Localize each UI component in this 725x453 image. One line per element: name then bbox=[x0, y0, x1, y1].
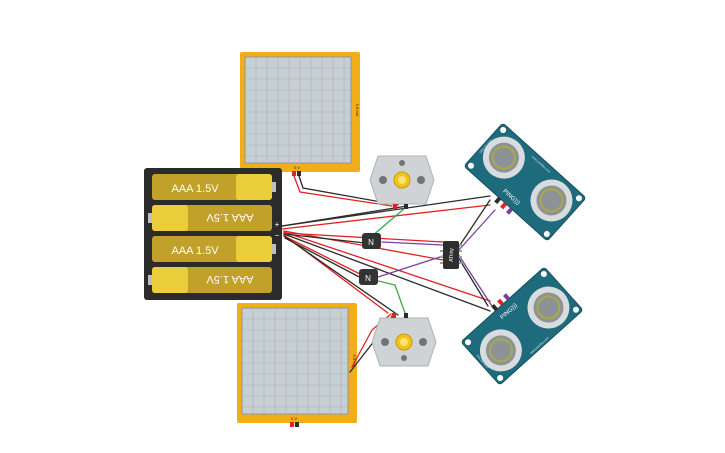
wire-red[interactable] bbox=[293, 175, 393, 207]
solar-panel-grid bbox=[242, 308, 348, 414]
sensor-transducer-right bbox=[530, 179, 573, 222]
solar-panel-face bbox=[241, 307, 349, 415]
wire-black[interactable] bbox=[457, 199, 491, 249]
solar-panel-terminal-pos[interactable] bbox=[292, 171, 296, 176]
solar-panel-terminal-neg[interactable] bbox=[297, 171, 301, 176]
battery-cell-label: AAA 1.5V bbox=[206, 273, 254, 285]
battery-cell-label: AAA 1.5V bbox=[171, 183, 219, 195]
sensor-mount-hole bbox=[572, 306, 579, 313]
ultrasonic-sensor-bottom[interactable]: PING))) www.parallax.com GND 5V SIG bbox=[457, 263, 583, 386]
motor-mount-hole bbox=[419, 338, 427, 346]
wire-purple[interactable] bbox=[381, 241, 444, 246]
sensor-mount-hole bbox=[543, 230, 550, 237]
wire-black[interactable] bbox=[281, 205, 408, 227]
sensor-board bbox=[461, 267, 583, 385]
solar-panel-bottom[interactable]: 5.8 mA 0 V bbox=[237, 303, 357, 427]
wire-purple[interactable] bbox=[377, 255, 444, 278]
wire-red[interactable] bbox=[281, 204, 491, 230]
ultrasonic-sensor-top[interactable]: PING))) www.parallax.com GND 5V SIG bbox=[460, 123, 586, 246]
transistor-top[interactable]: N bbox=[362, 233, 381, 249]
sensor-pins[interactable] bbox=[491, 293, 511, 312]
battery-cell-label: AAA 1.5V bbox=[206, 211, 254, 223]
dc-motor-bottom[interactable] bbox=[371, 313, 437, 367]
wire-black[interactable] bbox=[283, 233, 366, 244]
solar-panel-side-label: 5.8 mA bbox=[355, 104, 360, 117]
sensor-mount-hole bbox=[465, 339, 472, 346]
motor-shaft bbox=[398, 176, 406, 184]
motor-shaft bbox=[400, 338, 408, 346]
battery-pack[interactable]: AAA 1.5V AAA 1.5V AAA 1.5V AAA 1.5V + − bbox=[144, 168, 282, 300]
solar-panel-terminal-neg[interactable] bbox=[295, 422, 299, 427]
sensor-mount-hole bbox=[575, 195, 582, 202]
sensor-transducer-left bbox=[479, 329, 522, 372]
solar-panel-grid bbox=[245, 57, 351, 163]
motor-mount-hole bbox=[379, 176, 387, 184]
chip-pins bbox=[440, 244, 462, 264]
motor-mount-hole bbox=[399, 160, 405, 166]
transistor-label: N bbox=[365, 274, 371, 283]
motor-terminal[interactable] bbox=[404, 204, 408, 209]
sensor-mount-hole bbox=[500, 127, 507, 134]
microcontroller-chip[interactable]: ATtiny bbox=[440, 241, 462, 269]
battery-cell-1: AAA 1.5V bbox=[152, 174, 276, 200]
wire-black[interactable] bbox=[283, 235, 399, 316]
battery-minus-sign: − bbox=[275, 231, 280, 240]
transistor-label: N bbox=[368, 238, 374, 247]
wire-green[interactable] bbox=[371, 207, 406, 237]
battery-cell-4: AAA 1.5V bbox=[148, 267, 272, 293]
battery-plus-sign: + bbox=[275, 220, 280, 229]
motor-mount-hole bbox=[401, 355, 407, 361]
wire-black[interactable] bbox=[283, 233, 491, 312]
solar-panel-terminal-pos[interactable] bbox=[290, 422, 294, 427]
transistor-bottom[interactable]: N bbox=[359, 269, 378, 285]
wire-black[interactable] bbox=[298, 175, 399, 206]
motor-terminal[interactable] bbox=[392, 313, 396, 318]
transistor-body bbox=[359, 269, 378, 285]
wire-green[interactable] bbox=[369, 278, 406, 314]
battery-cell-label: AAA 1.5V bbox=[171, 245, 219, 257]
solar-panel-face bbox=[244, 56, 352, 164]
wire-red[interactable] bbox=[283, 231, 491, 302]
chip-label: ATtiny bbox=[449, 248, 455, 262]
battery-cell-3: AAA 1.5V bbox=[152, 236, 276, 262]
sensor-mount-hole bbox=[497, 374, 504, 381]
solar-panel-bottom-label: 0 V bbox=[294, 165, 300, 170]
motor-terminal[interactable] bbox=[393, 204, 397, 209]
wire-purple[interactable] bbox=[457, 253, 493, 307]
transistor-body bbox=[362, 233, 381, 249]
motor-terminal[interactable] bbox=[404, 313, 408, 318]
wire-purple[interactable] bbox=[457, 209, 496, 252]
motor-mount-hole bbox=[417, 176, 425, 184]
sensor-mount-hole bbox=[468, 162, 475, 169]
solar-panel-bottom-label: 0 V bbox=[291, 416, 297, 421]
sensor-transducer-left bbox=[482, 136, 525, 179]
wire-red[interactable] bbox=[283, 235, 365, 277]
battery-cell-2: AAA 1.5V bbox=[148, 205, 272, 231]
motor-mount-hole bbox=[381, 338, 389, 346]
sensor-mount-hole bbox=[540, 271, 547, 278]
chip-body bbox=[443, 241, 459, 269]
wire-black[interactable] bbox=[457, 256, 489, 307]
sensor-transducer-right bbox=[527, 286, 570, 329]
solar-panel-top[interactable]: 5.8 mA 0 V bbox=[240, 52, 360, 176]
dc-motor-top[interactable] bbox=[369, 155, 435, 209]
sensor-pins[interactable] bbox=[494, 196, 514, 215]
